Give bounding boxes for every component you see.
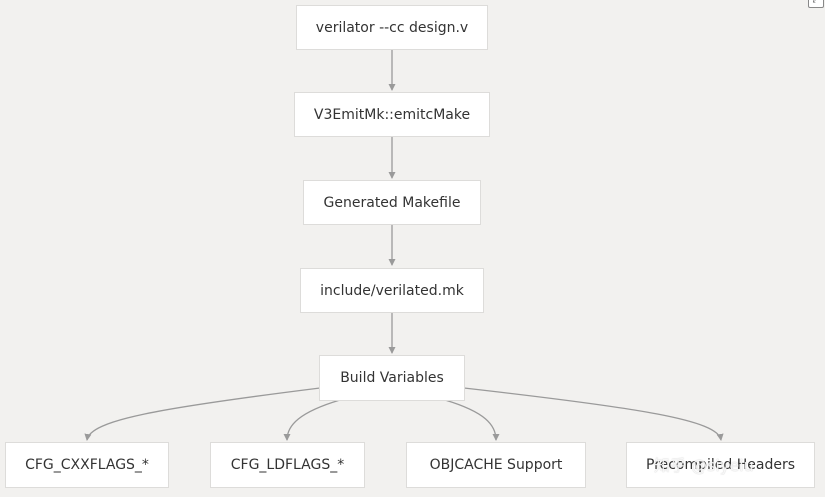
watermark: 知乎 @siyeiu xyxy=(654,456,754,475)
edge-build-vars-to-ldflags xyxy=(283,399,341,441)
edge-build-vars-to-precompiled xyxy=(463,387,724,441)
node-verilated-mk: include/verilated.mk xyxy=(300,268,484,313)
node-emit-make: V3EmitMk::emitcMake xyxy=(294,92,490,137)
expand-icon[interactable]: ⤢ xyxy=(808,0,824,8)
node-cfg-ldflags: CFG_LDFLAGS_* xyxy=(210,442,365,488)
node-objcache-support: OBJCACHE Support xyxy=(406,442,586,488)
edge-build-vars-to-cxxflags xyxy=(84,387,321,441)
node-cfg-cxxflags: CFG_CXXFLAGS_* xyxy=(5,442,169,488)
node-precompiled-headers: Precompiled Headers xyxy=(626,442,815,488)
node-build-variables: Build Variables xyxy=(319,355,465,401)
node-generated-makefile: Generated Makefile xyxy=(303,180,481,225)
node-verilator-command: verilator --cc design.v xyxy=(296,5,488,50)
edge-build-vars-to-objcache xyxy=(444,399,500,441)
